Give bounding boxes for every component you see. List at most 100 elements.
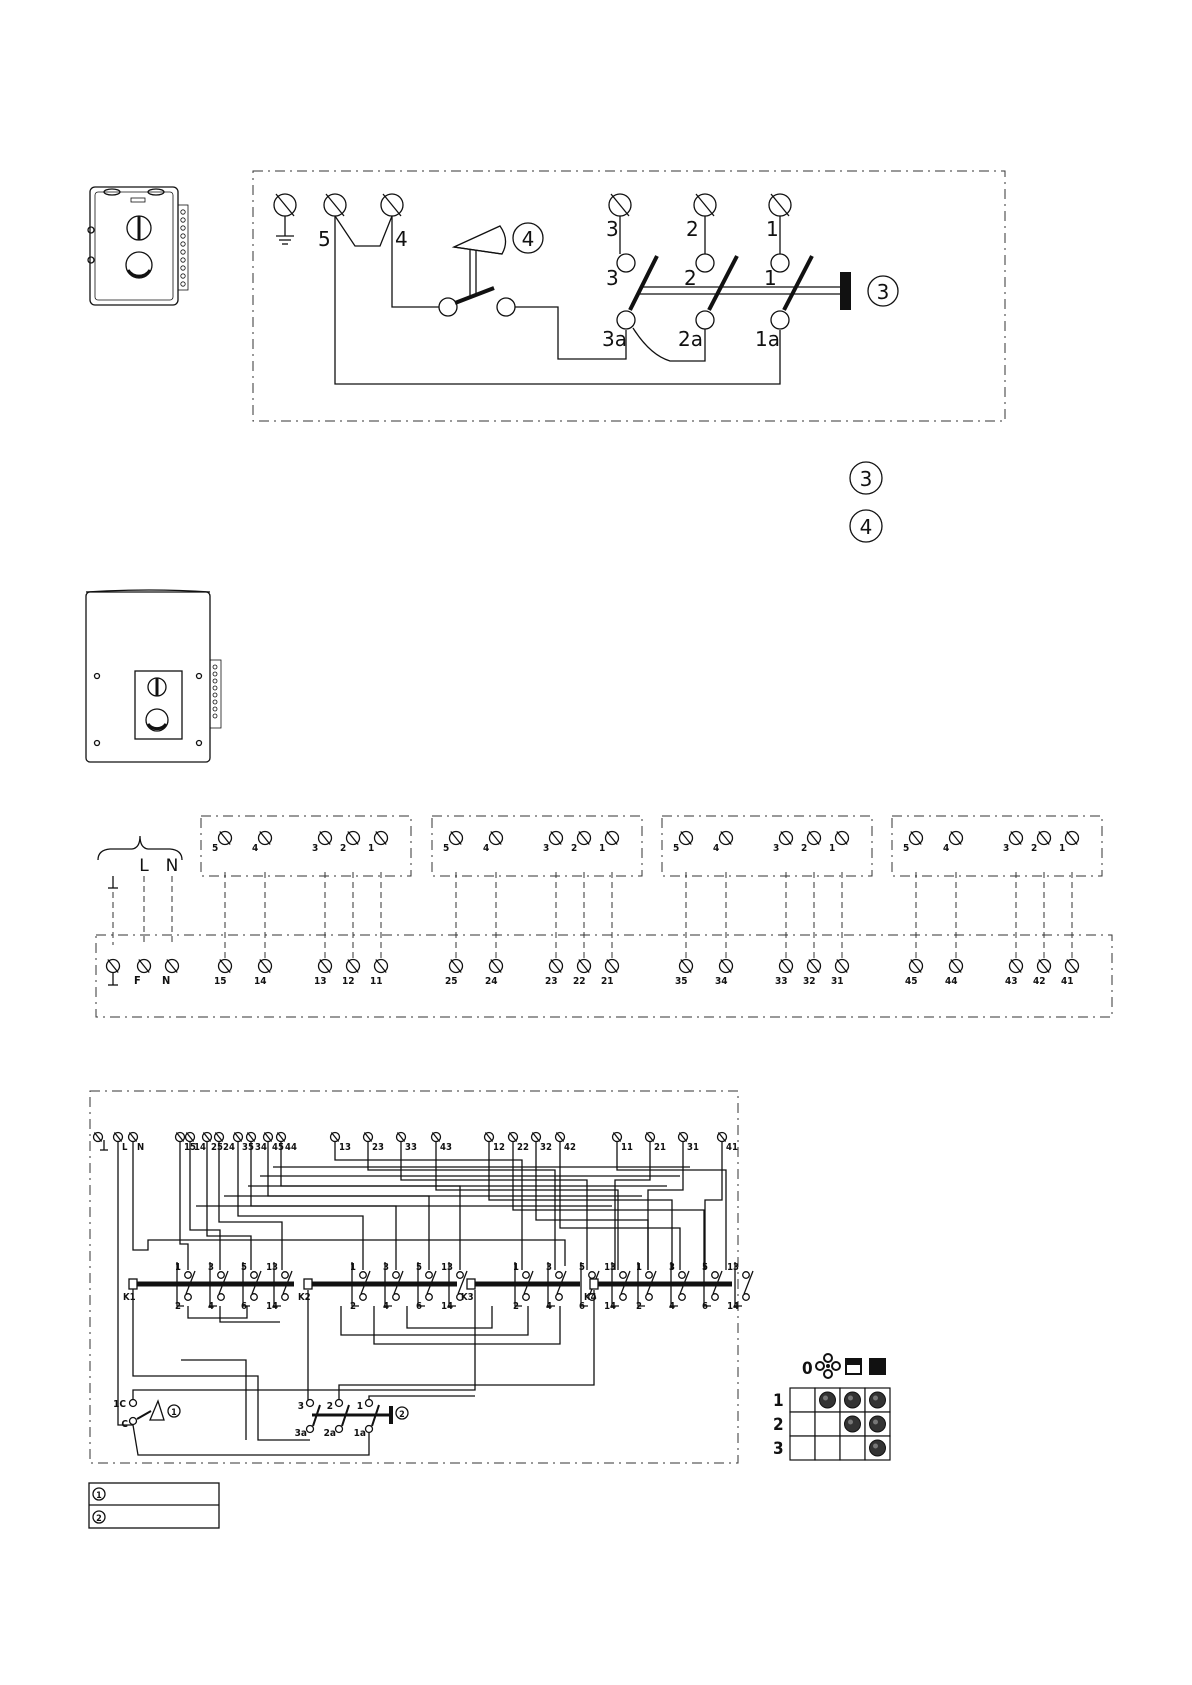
svg-text:C: C	[121, 1419, 128, 1430]
module-terminal-label: 1	[368, 843, 374, 854]
module-terminal-label: 2	[801, 843, 807, 854]
schematic-terminal-21: 21	[644, 1131, 666, 1153]
base-terminal-label: 15	[214, 976, 227, 987]
module-terminal-label: 5	[212, 843, 218, 854]
schematic-terminal-label: 33	[405, 1142, 417, 1153]
svg-text:1: 1	[766, 217, 779, 241]
row-label: 2	[773, 1415, 784, 1435]
heater-full-icon	[869, 1358, 886, 1375]
module-terminal-4: 4	[252, 830, 273, 854]
contact-label-top: 5	[702, 1262, 708, 1273]
row-label: 1	[773, 1391, 784, 1411]
contact-label-top: 13	[266, 1262, 278, 1273]
svg-text:3: 3	[877, 280, 890, 304]
base-terminal-44: 44	[945, 958, 964, 987]
terminal-5: 5	[318, 193, 347, 251]
svg-text:1: 1	[357, 1401, 363, 1412]
schematic-terminal-n: N	[127, 1131, 144, 1153]
base-terminal-label: 24	[485, 976, 498, 987]
contact-label-top: 3	[669, 1262, 675, 1273]
base-terminal-label: 34	[715, 976, 728, 987]
fan-control-circuit: 5 4 3 2 1	[252, 170, 1006, 422]
schematic-terminal-14: 14	[184, 1131, 206, 1153]
base-terminal-35: 35	[675, 958, 694, 987]
module-terminal-4: 4	[713, 830, 734, 854]
active-dot	[869, 1415, 886, 1433]
contact-label-top: 1	[350, 1262, 356, 1273]
base-terminal-label: F	[134, 974, 141, 987]
module-terminal-1: 1	[368, 830, 389, 854]
svg-text:4: 4	[860, 515, 873, 539]
terminal-4: 4	[380, 193, 408, 251]
svg-text:2: 2	[686, 217, 699, 241]
base-terminal-23: 23	[545, 958, 564, 987]
fan-icon	[815, 1353, 841, 1379]
svg-text:L: L	[139, 856, 149, 876]
active-dot	[844, 1415, 861, 1433]
terminal-3: 3	[606, 193, 632, 241]
svg-text:2: 2	[327, 1401, 333, 1412]
schematic-terminal-label: 35	[242, 1142, 254, 1153]
schematic-terminal-l: L	[112, 1131, 128, 1153]
schematic-terminal-label: 43	[440, 1142, 452, 1153]
schematic-terminal-label: 45	[272, 1142, 284, 1153]
schematic-terminal-23: 23	[362, 1131, 384, 1153]
module-terminal-label: 2	[1031, 843, 1037, 854]
module-terminal-3: 3	[1003, 830, 1024, 854]
module-terminal-4: 4	[943, 830, 964, 854]
base-earth-terminal	[105, 958, 121, 974]
contact-label-bottom: 14	[266, 1301, 278, 1312]
base-terminal-12: 12	[342, 958, 361, 987]
schematic-earth-terminal	[92, 1131, 104, 1143]
schematic-terminal-label: 11	[621, 1142, 633, 1153]
module-terminal-3: 3	[312, 830, 333, 854]
module-terminal-3: 3	[773, 830, 794, 854]
schematic-speed-switch: 3 2 1 3a 2a 1a 2	[295, 1398, 409, 1439]
schematic-terminal-label: 44	[285, 1142, 297, 1153]
svg-text:1: 1	[171, 1408, 177, 1418]
module-terminal-1: 1	[1059, 830, 1080, 854]
svg-text:N: N	[166, 856, 179, 876]
base-terminal-14: 14	[254, 958, 273, 987]
svg-text:2: 2	[399, 1410, 405, 1420]
module-terminal-3: 3	[543, 830, 564, 854]
module-terminal-label: 1	[1059, 843, 1065, 854]
contact-label-top: 5	[416, 1262, 422, 1273]
base-terminal-label: 33	[775, 976, 788, 987]
base-terminal-label: N	[162, 974, 170, 987]
schematic-terminal-42: 42	[554, 1131, 576, 1153]
row-label: 3	[773, 1439, 784, 1459]
base-terminal-label: 11	[370, 976, 383, 987]
module-terminal-label: 2	[340, 843, 346, 854]
contact-label-top: 5	[579, 1262, 585, 1273]
base-terminal-n: N	[162, 958, 180, 987]
base-terminal-label: 21	[601, 976, 614, 987]
schematic-terminal-label: 22	[517, 1142, 529, 1153]
schematic-terminal-label: 23	[372, 1142, 384, 1153]
svg-text:4: 4	[395, 227, 408, 251]
svg-text:1: 1	[764, 266, 777, 290]
module-terminal-label: 5	[673, 843, 679, 854]
schematic-terminal-label: 25	[211, 1142, 223, 1153]
enclosure-small-sketch	[87, 186, 189, 306]
module-terminal-1: 1	[599, 830, 620, 854]
svg-text:3: 3	[298, 1401, 304, 1412]
module-terminal-5: 5	[903, 830, 924, 854]
svg-text:3a: 3a	[295, 1428, 307, 1439]
base-terminal-24: 24	[485, 958, 504, 987]
schematic-terminal-label: 34	[255, 1142, 267, 1153]
svg-text:3: 3	[606, 266, 619, 290]
module-terminal-label: 3	[1003, 843, 1009, 854]
svg-text:2a: 2a	[324, 1428, 336, 1439]
svg-text:2: 2	[684, 266, 697, 290]
module-terminal-5: 5	[212, 830, 233, 854]
contact-label-top: 5	[241, 1262, 247, 1273]
enclosure-large-sketch	[85, 589, 222, 763]
table-row: 1	[773, 1387, 891, 1413]
module-terminal-label: 3	[543, 843, 549, 854]
base-terminal-13: 13	[314, 958, 333, 987]
base-terminal-label: 12	[342, 976, 355, 987]
